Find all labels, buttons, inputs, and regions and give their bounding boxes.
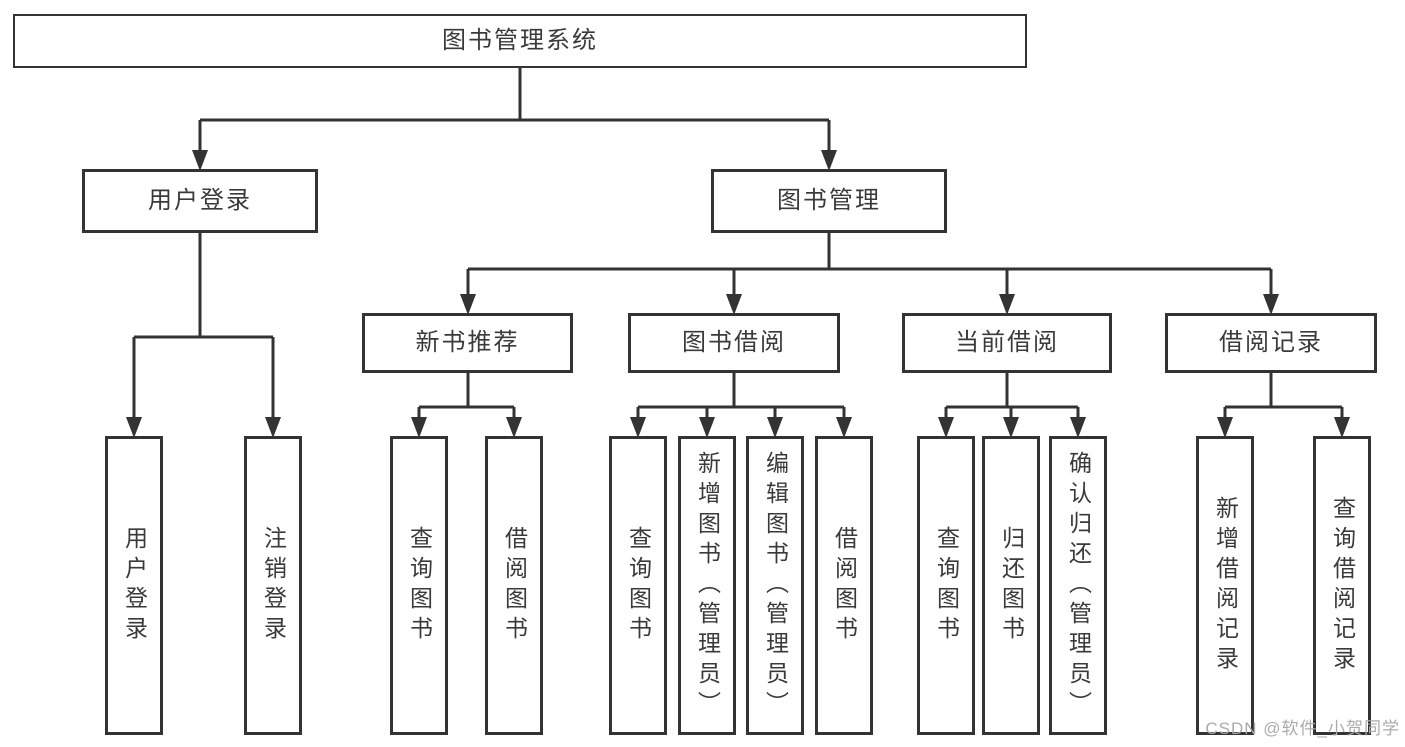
node-label: 新增借阅记录: [1212, 495, 1239, 676]
arrowhead-icon: [726, 294, 742, 315]
arrowhead-icon: [126, 417, 142, 438]
node-label: 用户登录: [121, 525, 148, 646]
node-label: 图书管理: [777, 186, 881, 214]
arrowhead-icon: [836, 417, 852, 438]
watermark: CSDN @软件_小贺同学: [1205, 719, 1400, 738]
arrowhead-icon: [999, 294, 1015, 315]
leaf-query-books-recommend: 查询图书: [390, 436, 448, 735]
node-label: 图书借阅: [682, 328, 786, 356]
arrowhead-icon: [1070, 417, 1086, 438]
node-label: 新增图书（管理员）: [694, 450, 721, 721]
leaf-user-login: 用户登录: [105, 436, 163, 735]
arrowhead-icon: [1217, 417, 1233, 438]
arrowhead-icon: [506, 417, 522, 438]
node-label: 确认归还（管理员）: [1065, 450, 1092, 721]
leaf-query-borrow-record: 查询借阅记录: [1313, 436, 1371, 735]
arrowhead-icon: [767, 417, 783, 438]
leaf-query-books-borrowing: 查询图书: [609, 436, 667, 735]
node-label: 编辑图书（管理员）: [762, 450, 789, 721]
arrowhead-icon: [1334, 417, 1350, 438]
leaf-query-books-current: 查询图书: [917, 436, 975, 735]
leaf-edit-book-admin: 编辑图书（管理员）: [746, 436, 804, 735]
leaf-add-book-admin: 新增图书（管理员）: [678, 436, 736, 735]
arrowhead-icon: [821, 150, 837, 171]
node-label: 新书推荐: [415, 328, 520, 356]
node-label: 用户登录: [148, 186, 252, 214]
node-borrowing-records: 借阅记录: [1165, 313, 1377, 373]
node-label: 当前借阅: [955, 328, 1059, 356]
leaf-logout: 注销登录: [244, 436, 302, 735]
leaf-add-borrow-record: 新增借阅记录: [1196, 436, 1254, 735]
node-label: 查询借阅记录: [1329, 495, 1356, 676]
leaf-return-books: 归还图书: [982, 436, 1040, 735]
node-label: 查询图书: [625, 525, 652, 646]
leaf-borrow-books: 借阅图书: [815, 436, 873, 735]
node-label: 借阅记录: [1219, 328, 1323, 356]
node-label: 查询图书: [406, 525, 433, 646]
arrowhead-icon: [630, 417, 646, 438]
node-label: 借阅图书: [831, 525, 858, 646]
node-label: 查询图书: [933, 525, 960, 646]
node-current-borrowing: 当前借阅: [902, 313, 1112, 373]
arrowhead-icon: [460, 294, 476, 315]
arrowhead-icon: [699, 417, 715, 438]
node-label: 借阅图书: [501, 525, 528, 646]
arrowhead-icon: [1263, 294, 1279, 315]
node-library-management-system: 图书管理系统: [13, 14, 1027, 68]
node-book-management: 图书管理: [711, 169, 947, 233]
leaf-confirm-return-admin: 确认归还（管理员）: [1049, 436, 1107, 735]
node-book-borrowing: 图书借阅: [628, 313, 840, 373]
arrowhead-icon: [192, 150, 208, 171]
node-new-book-recommendation: 新书推荐: [362, 313, 573, 373]
arrowhead-icon: [938, 417, 954, 438]
node-label: 归还图书: [998, 525, 1025, 646]
arrowhead-icon: [411, 417, 427, 438]
arrowhead-icon: [265, 417, 281, 438]
leaf-borrow-books-recommend: 借阅图书: [485, 436, 543, 735]
node-label: 注销登录: [260, 525, 287, 646]
node-user-login: 用户登录: [82, 169, 318, 233]
arrowhead-icon: [1003, 417, 1019, 438]
node-label: 图书管理系统: [442, 26, 598, 54]
